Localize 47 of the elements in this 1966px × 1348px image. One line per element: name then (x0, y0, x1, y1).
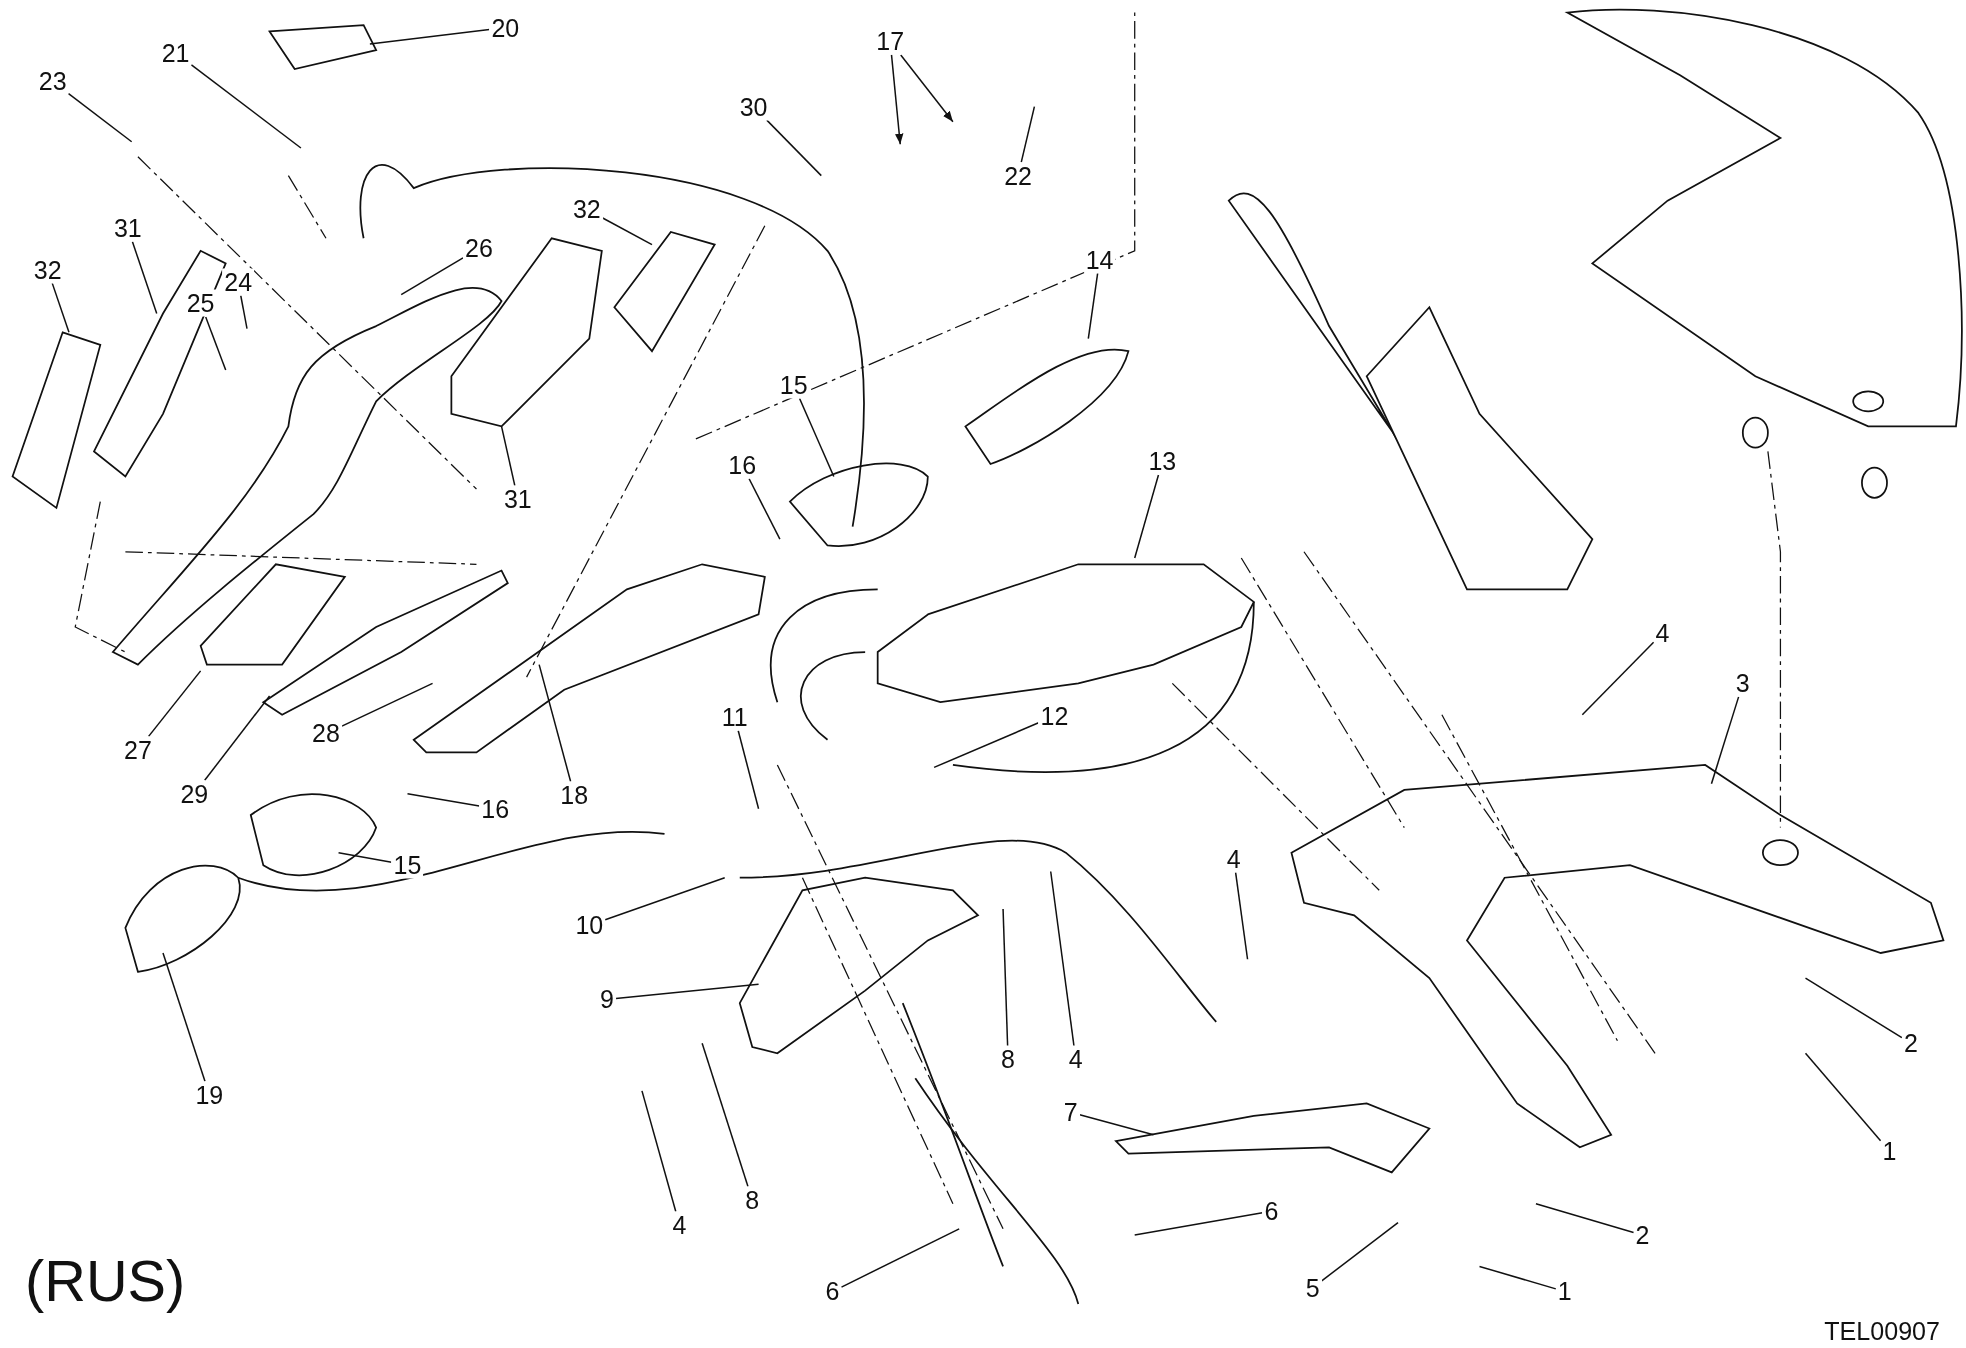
leader-line (604, 877, 726, 921)
leader-line (204, 316, 227, 371)
leader-line (1535, 1203, 1635, 1234)
leader-line (766, 119, 822, 177)
leader-line (1002, 908, 1009, 1047)
variant-label: (RUS) (25, 1247, 186, 1314)
leader-line (1320, 1221, 1399, 1282)
leader-line (1020, 105, 1036, 163)
leader-line (369, 28, 491, 45)
leader-line (1133, 1212, 1264, 1236)
leader-line (900, 54, 954, 123)
leader-line (1804, 1052, 1882, 1142)
leader-line (840, 1228, 960, 1288)
leader-line (341, 682, 434, 727)
leader-line (500, 425, 516, 487)
leader-line (400, 257, 464, 296)
leader-line (1133, 474, 1160, 559)
leader-line (890, 54, 904, 145)
leader-line (190, 64, 302, 149)
leader-line (240, 294, 248, 330)
leader-line (162, 952, 206, 1082)
leader-line (701, 1042, 749, 1188)
leader-line (203, 695, 271, 781)
leader-line (1478, 1265, 1557, 1290)
leader-line (615, 983, 760, 1000)
leader-line (1078, 1113, 1155, 1136)
leader-line (933, 722, 1040, 769)
leader-line (1049, 870, 1075, 1047)
leader-line (748, 477, 781, 540)
leader-line (737, 730, 760, 810)
leader-line (538, 663, 572, 783)
callout-number: 24 (222, 268, 255, 296)
leader-line (337, 851, 393, 864)
leader-line (51, 282, 70, 334)
leader-line (67, 92, 133, 143)
leader-line (147, 670, 202, 738)
leader-line (1710, 696, 1740, 785)
leader-line (1234, 871, 1249, 960)
leader-line (1804, 977, 1903, 1039)
leader-line (406, 793, 481, 807)
leader-line (641, 1090, 677, 1213)
leader-line (1581, 641, 1655, 716)
drawing-code: TEL00907 (1824, 1316, 1940, 1346)
leader-line (601, 217, 653, 246)
leader-line (798, 397, 835, 478)
leader-line (1087, 272, 1099, 340)
leader-line (131, 241, 158, 315)
